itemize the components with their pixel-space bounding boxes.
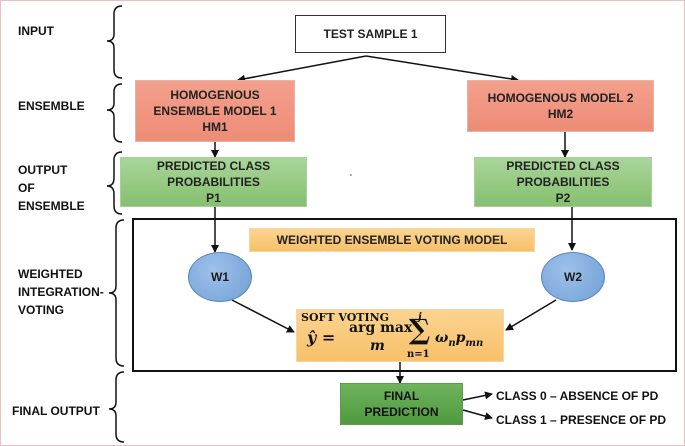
arrow-final-to-class0 — [462, 391, 493, 401]
formula-term: ωnpmn — [435, 330, 483, 352]
arrow-w1-to-formula — [231, 299, 295, 333]
sigma-icon: ∑ — [409, 313, 431, 346]
formula-sum-upper: j — [418, 312, 422, 323]
class-1-label: CLASS 1 – PRESENCE OF PD — [496, 413, 667, 427]
formula-lhs: ŷ = — [307, 328, 336, 347]
formula-p-sub: mn — [465, 337, 484, 349]
predicted-probabilities-p2-box: PREDICTED CLASS PROBABILITIES P2 — [474, 157, 652, 207]
soft-voting-formula-box: SOFT VOTING ŷ = arg max m j ∑ n=1 ωnpmn — [296, 309, 504, 362]
arrow-test-to-hm2 — [365, 55, 519, 83]
test-sample-box: TEST SAMPLE 1 — [295, 15, 446, 53]
stage-label-final-output: FINAL OUTPUT — [12, 404, 100, 418]
weighted-voting-frame — [132, 218, 677, 372]
stage-label-weighted-integration: WEIGHTED INTEGRATION- VOTING — [18, 267, 104, 317]
brace-final — [108, 371, 125, 443]
class-0-label: CLASS 0 – ABSENCE OF PD — [496, 389, 659, 403]
weighted-ensemble-voting-model-box: WEIGHTED ENSEMBLE VOTING MODEL — [249, 228, 535, 252]
stage-label-input: INPUT — [18, 24, 54, 38]
predicted-probabilities-p1-box: PREDICTED CLASS PROBABILITIES P1 — [120, 157, 307, 207]
soft-voting-title: SOFT VOTING — [301, 311, 390, 324]
homogenous-model-2-box: HOMOGENOUS MODEL 2 HM2 — [467, 80, 654, 132]
formula-omega: ω — [435, 330, 449, 346]
weight-w1-circle: W1 — [188, 252, 252, 302]
formula-argmax-sub: m — [370, 338, 385, 354]
stage-label-ensemble: ENSEMBLE — [18, 99, 85, 113]
brace-ensemble — [106, 83, 123, 143]
arrow-final-to-class1 — [462, 409, 493, 420]
arrow-test-to-hm1 — [237, 55, 367, 83]
formula-p: p — [455, 330, 466, 346]
brace-output — [106, 151, 123, 215]
final-prediction-box: FINAL PREDICTION — [340, 383, 463, 425]
brace-input — [106, 5, 123, 79]
brace-weighted — [108, 219, 125, 367]
homogenous-model-1-box: HOMOGENOUS ENSEMBLE MODEL 1 HM1 — [135, 80, 295, 142]
stage-label-output-of-ensemble: OUTPUT OF ENSEMBLE — [18, 163, 85, 213]
arrow-w2-to-formula — [505, 299, 557, 331]
formula-omega-sub: n — [448, 337, 456, 349]
formula-argmax: arg max — [349, 320, 413, 336]
formula-sum-lower: n=1 — [407, 349, 430, 360]
weight-w2-circle: W2 — [541, 252, 605, 302]
